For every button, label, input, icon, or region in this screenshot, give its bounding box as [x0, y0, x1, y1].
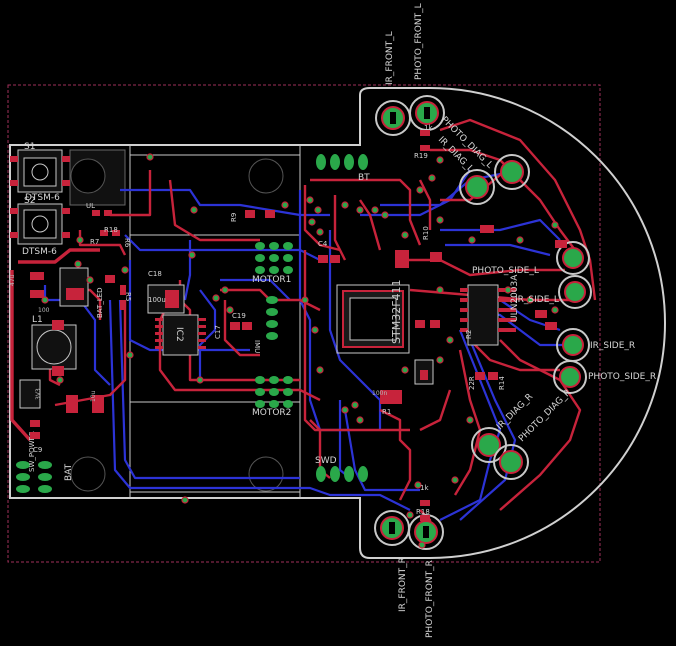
- smd-passives: [19, 130, 567, 521]
- label-r9: R9: [230, 213, 238, 222]
- motor1-label: MOTOR1: [252, 275, 291, 285]
- sensor-photo-diag-r: [493, 444, 529, 480]
- dimension-frame: [7, 84, 601, 563]
- sensor-photo-diag-l: [459, 169, 495, 205]
- label-47u: 47u: [9, 274, 16, 286]
- mcu-label: STM32F411: [390, 279, 403, 344]
- label-c17: C17: [214, 325, 222, 339]
- silkscreen-labels: IR_FRONT_L PHOTO_FRONT_L PHOTO_DIAG_L IR…: [9, 3, 656, 638]
- label-r10: R10: [422, 226, 430, 240]
- l1-label: L1: [32, 315, 43, 325]
- label-r6: R6: [123, 238, 131, 248]
- header-bat: BAT: [38, 461, 74, 493]
- label-10u: 10u: [90, 390, 97, 402]
- header-bt: BT: [316, 154, 370, 183]
- label-r14: R14: [498, 376, 506, 390]
- uln-label: ULN2003A: [510, 274, 520, 322]
- label-c4: C4: [318, 240, 328, 248]
- label-photo-side-r: PHOTO_SIDE_R: [588, 372, 656, 382]
- label-r7: R7: [90, 238, 99, 246]
- ic2-driver: IC2: [155, 314, 206, 356]
- label-1k-top: 1k: [424, 124, 433, 132]
- s1-label: S1: [24, 142, 35, 152]
- sensor-photo-side-r: [553, 360, 587, 394]
- mounting-holes: [69, 149, 284, 492]
- label-r18-bottom: R18: [416, 508, 430, 516]
- label-r5: R5: [124, 292, 132, 301]
- sensor-ir-diag-l: [494, 154, 530, 190]
- label-r19: R19: [414, 152, 428, 160]
- label-100n: 100n: [372, 390, 387, 397]
- label-ir-front-l: IR_FRONT_L: [385, 31, 395, 85]
- label-photo-side-l: PHOTO_SIDE_L: [472, 266, 539, 276]
- vias: [41, 153, 559, 549]
- header-imu: IMU: [253, 296, 278, 353]
- bat-label: BAT: [64, 463, 74, 481]
- label-1k-bottom: 1k: [420, 484, 429, 492]
- label-r18: R18: [104, 226, 118, 234]
- ic2-label: IC2: [174, 327, 184, 342]
- dtsm6-b-label: DTSM-6: [22, 247, 57, 257]
- label-22r: 22R: [468, 376, 476, 390]
- label-100: 100: [38, 307, 50, 314]
- header-sw-power[interactable]: SW_POWER: [16, 431, 36, 493]
- board-outline: [9, 87, 666, 559]
- header-motor2: MOTOR2: [252, 376, 293, 418]
- sensor-ir-side-l: [558, 275, 592, 309]
- header-swd: SWD: [315, 456, 368, 482]
- switch-s1[interactable]: S1 DTSM-6: [10, 142, 70, 203]
- label-ul: UL: [86, 202, 95, 210]
- label-r2: R2: [465, 330, 473, 339]
- sensor-photo-front-l: [409, 95, 445, 131]
- sw-power-label: SW_POWER: [28, 431, 36, 472]
- label-ir-side-l: IR_SIDE_L: [515, 295, 559, 305]
- label-r1: R1: [382, 408, 391, 416]
- motor2-label: MOTOR2: [252, 408, 291, 418]
- mcu-stm32: STM32F411: [336, 279, 410, 354]
- uln2003a: ULN2003A: [460, 274, 520, 346]
- label-c18: C18: [148, 270, 162, 278]
- bt-label: BT: [358, 173, 370, 183]
- label-photo-front-l: PHOTO_FRONT_L: [414, 3, 424, 80]
- label-ir-front-r: IR_FRONT_R: [398, 557, 408, 612]
- label-c19: C19: [232, 312, 246, 320]
- imu-label: IMU: [253, 340, 261, 353]
- s2-label: S2: [24, 196, 35, 206]
- label-100u: 100u: [148, 296, 166, 304]
- sensor-ir-front-l: [375, 100, 411, 136]
- sensor-photo-side-l: [556, 241, 590, 275]
- header-motor1: MOTOR1: [252, 242, 293, 285]
- dtsm6-a-label: DTSM-6: [25, 193, 60, 203]
- label-3v3: 3V3: [35, 388, 42, 400]
- label-ir-side-r: IR_SIDE_R: [590, 341, 635, 351]
- label-photo-front-r: PHOTO_FRONT_R: [425, 560, 435, 638]
- sensor-ir-front-r: [374, 510, 410, 546]
- swd-label: SWD: [315, 456, 337, 466]
- label-c9: C9: [33, 446, 42, 454]
- switch-s2[interactable]: S2 DTSM-6: [10, 196, 70, 257]
- inductor-l1: L1: [31, 315, 77, 376]
- label-bat-led: BAT_LED: [96, 287, 104, 318]
